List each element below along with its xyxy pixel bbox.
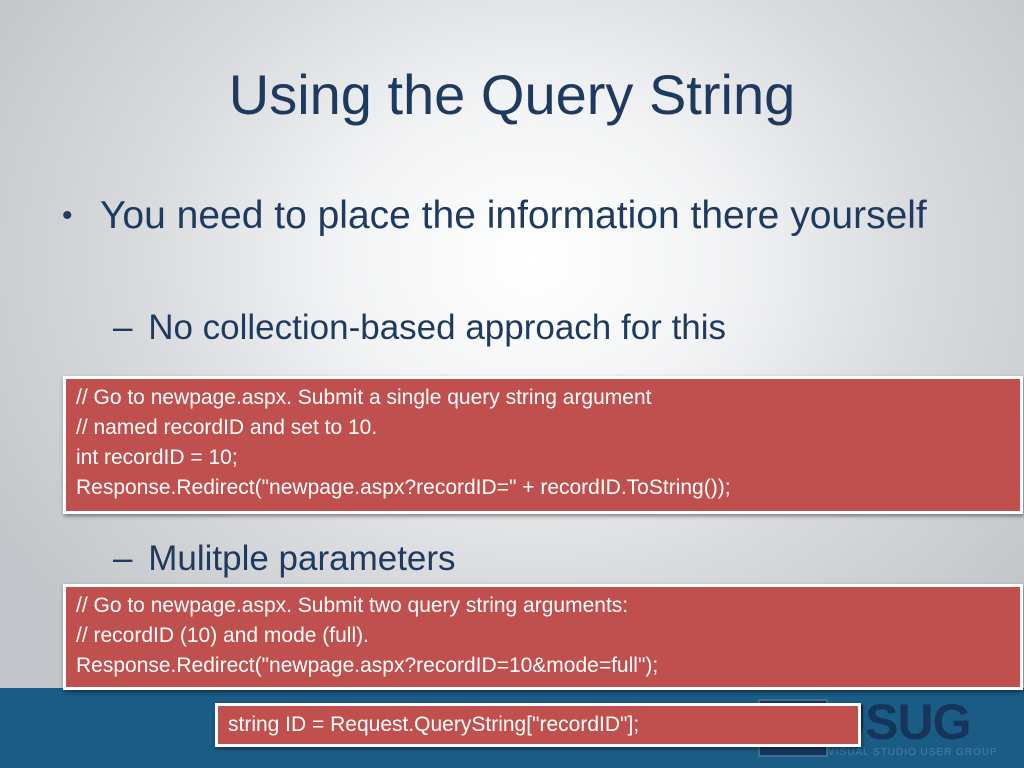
sub-bullet-multiple-parameters: – Mulitple parameters bbox=[113, 538, 456, 580]
bullet-place-information: • You need to place the information ther… bbox=[62, 190, 962, 242]
code-line: Response.Redirect("newpage.aspx?recordID… bbox=[76, 654, 659, 677]
code-block-single-argument: // Go to newpage.aspx. Submit a single q… bbox=[63, 376, 1023, 514]
code-line: string ID = Request.QueryString["recordI… bbox=[228, 713, 640, 736]
bullet-text: You need to place the information there … bbox=[100, 194, 927, 237]
sub-bullet-marker: – bbox=[113, 539, 133, 578]
code-line: int recordID = 10; bbox=[76, 446, 238, 469]
sub-bullet-text: Mulitple parameters bbox=[148, 539, 456, 578]
code-line: // named recordID and set to 10. bbox=[76, 416, 378, 439]
code-block-two-arguments: // Go to newpage.aspx. Submit two query … bbox=[63, 584, 1023, 690]
slide-title: Using the Query String bbox=[228, 63, 796, 126]
sub-bullet-text: No collection-based approach for this bbox=[148, 308, 727, 347]
code-line: // recordID (10) and mode (full). bbox=[76, 624, 369, 647]
code-line: // Go to newpage.aspx. Submit a single q… bbox=[76, 386, 652, 409]
code-block-read-querystring: string ID = Request.QueryString["recordI… bbox=[215, 703, 861, 747]
sub-bullet-marker: – bbox=[113, 308, 133, 347]
code-line: // Go to newpage.aspx. Submit two query … bbox=[76, 594, 629, 617]
bullet-marker: • bbox=[62, 199, 73, 232]
logo-tagline: VISUAL STUDIO USER GROUP bbox=[828, 747, 998, 758]
sub-bullet-no-collection: – No collection-based approach for this bbox=[113, 307, 726, 349]
code-line: Response.Redirect("newpage.aspx?recordID… bbox=[76, 476, 731, 499]
